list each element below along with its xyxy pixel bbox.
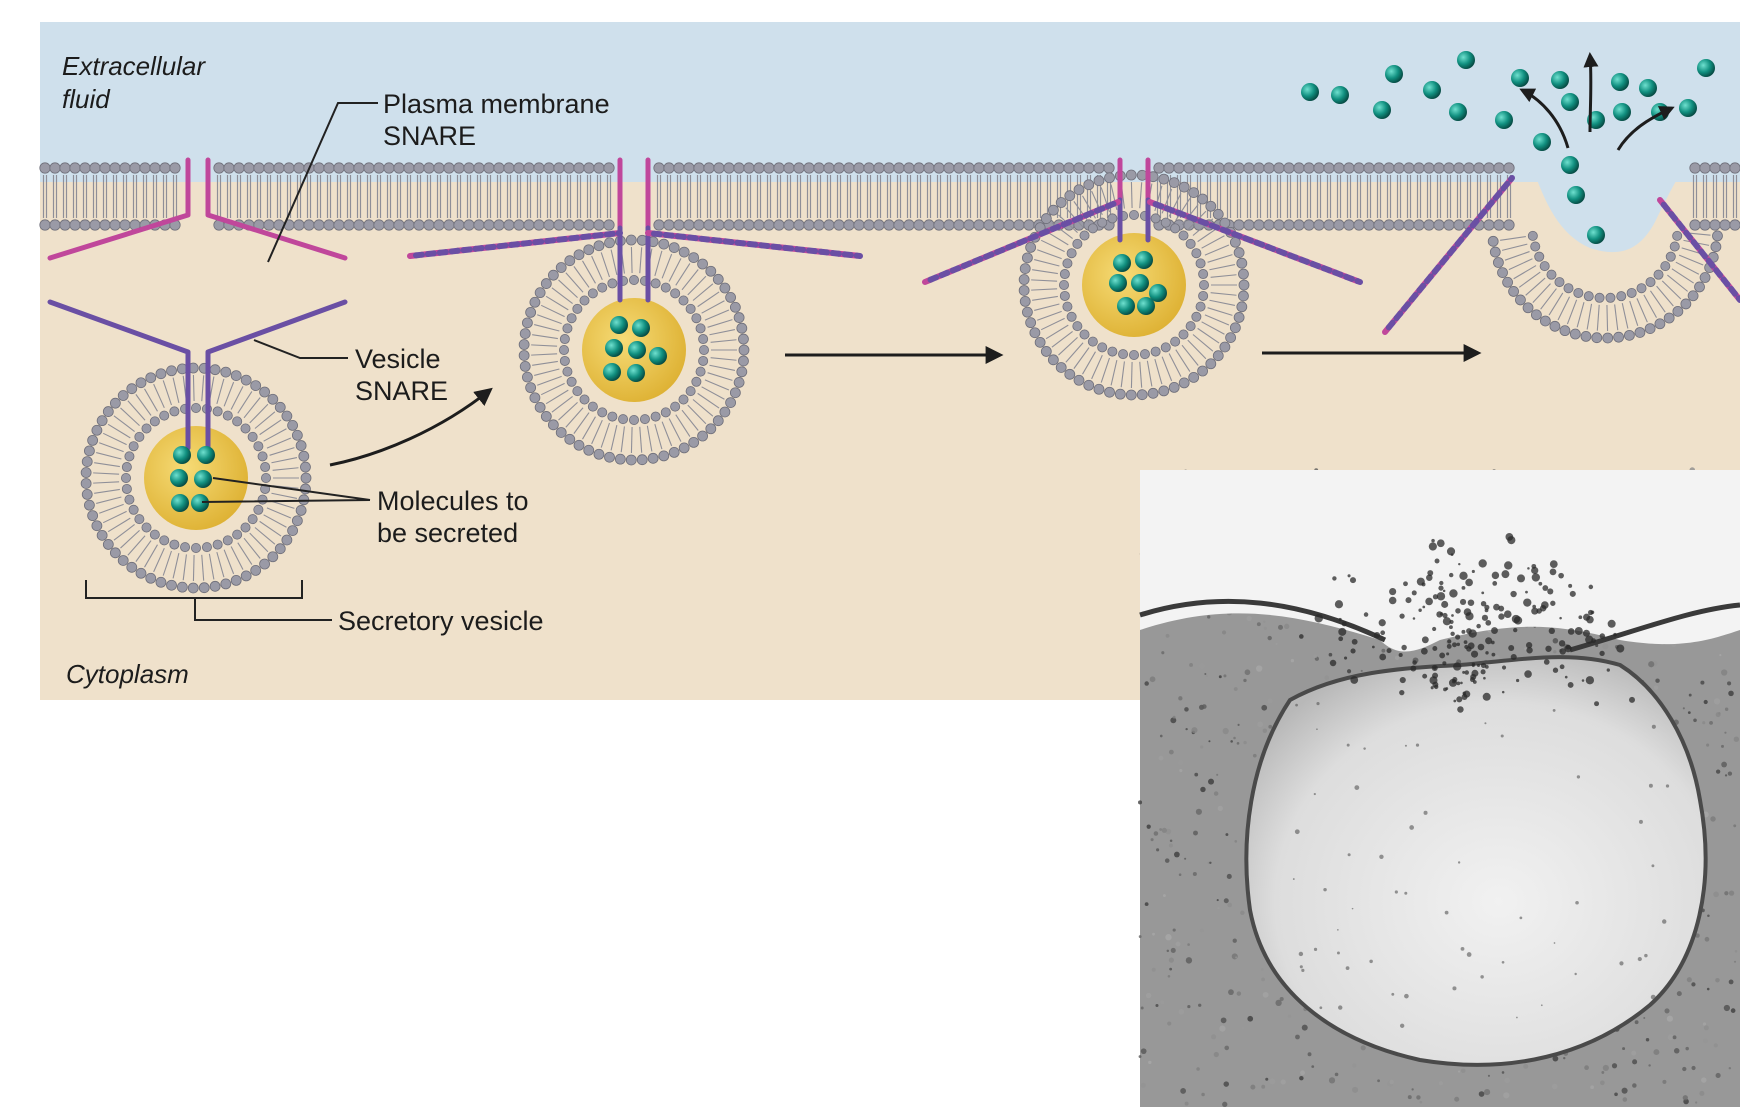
svg-text:Molecules to: Molecules to (377, 486, 529, 516)
svg-text:Extracellular: Extracellular (62, 51, 206, 81)
electron-micrograph (1138, 467, 1740, 1107)
svg-text:SNARE: SNARE (383, 121, 476, 151)
label-cytoplasm: Cytoplasm (66, 659, 189, 689)
svg-text:SNARE: SNARE (355, 376, 448, 406)
svg-text:Vesicle: Vesicle (355, 344, 441, 374)
svg-text:be secreted: be secreted (377, 518, 518, 548)
extracellular-region (40, 22, 1740, 182)
svg-text:fluid: fluid (62, 84, 111, 114)
svg-text:Secretory vesicle: Secretory vesicle (338, 606, 544, 636)
svg-text:Plasma membrane: Plasma membrane (383, 89, 610, 119)
